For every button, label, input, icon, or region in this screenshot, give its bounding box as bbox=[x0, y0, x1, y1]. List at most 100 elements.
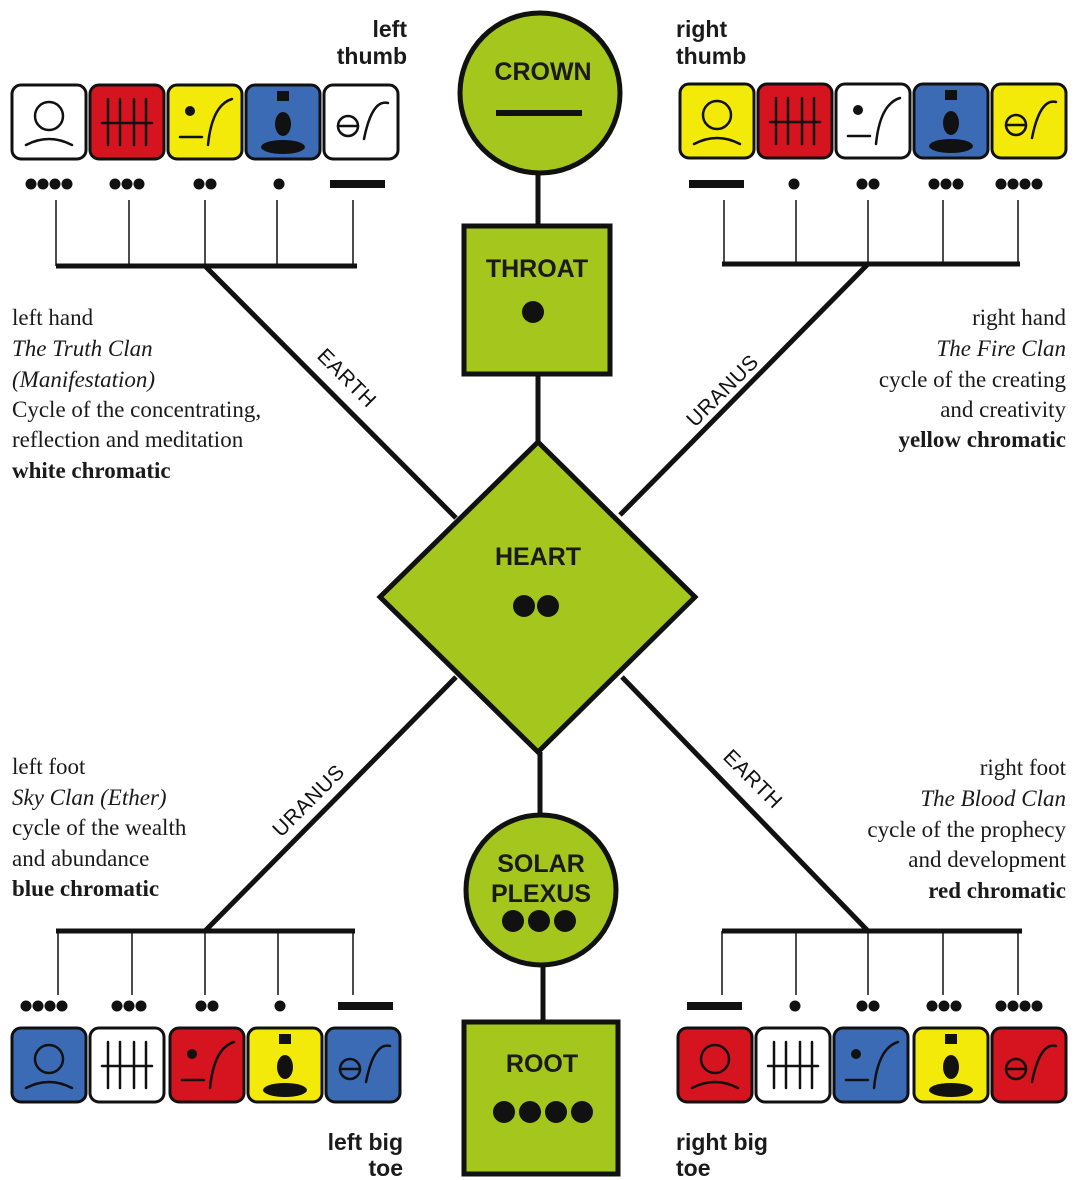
dot-marker bbox=[205, 178, 217, 190]
dot-marker bbox=[856, 178, 868, 190]
desc-line: right foot bbox=[980, 755, 1067, 780]
solar-plexus-dot bbox=[528, 910, 550, 932]
glyph-tile bbox=[88, 83, 166, 161]
bracket-right-hand bbox=[722, 200, 1020, 267]
right-big-toe-label-line2: toe bbox=[676, 1155, 711, 1180]
left-thumb-label-line2: thumb bbox=[337, 43, 407, 69]
dot-marker bbox=[274, 1000, 286, 1012]
glyph-tile bbox=[754, 1026, 832, 1104]
glyph-tile bbox=[166, 83, 244, 161]
description-right-hand: right hand The Fire Clan cycle of the cr… bbox=[879, 305, 1067, 452]
left-thumb-label-line1: left bbox=[373, 16, 408, 42]
dot-marker bbox=[1031, 178, 1043, 190]
desc-line: cycle of the creating bbox=[879, 367, 1067, 392]
desc-line: cycle of the prophecy bbox=[867, 817, 1066, 842]
root-square bbox=[461, 1019, 621, 1177]
dot-marker bbox=[1007, 178, 1019, 190]
dot-marker bbox=[868, 1000, 880, 1012]
description-right-foot: right foot The Blood Clan cycle of the p… bbox=[867, 755, 1066, 903]
lower-left-arm bbox=[203, 675, 458, 933]
dot-marker bbox=[926, 1000, 938, 1012]
dot-marker bbox=[856, 1000, 868, 1012]
desc-line: yellow chromatic bbox=[898, 427, 1066, 452]
root-dot bbox=[571, 1101, 593, 1123]
heart-diamond bbox=[376, 438, 699, 756]
glyph-tile bbox=[678, 82, 756, 160]
glyph-tile bbox=[676, 1026, 754, 1104]
bar-marker bbox=[330, 180, 385, 188]
dot-marker bbox=[789, 1000, 801, 1012]
planet-label-upper-right: URANUS bbox=[682, 350, 763, 431]
desc-line: white chromatic bbox=[12, 458, 171, 483]
dot-markers-right-hand bbox=[689, 178, 1043, 190]
bar-marker bbox=[687, 1002, 742, 1010]
heart-dot bbox=[537, 595, 559, 617]
dot-marker bbox=[273, 178, 285, 190]
dot-marker bbox=[1007, 1000, 1019, 1012]
dot-marker bbox=[135, 1000, 147, 1012]
dot-marker bbox=[111, 1000, 123, 1012]
left-big-toe-label-line1: left big bbox=[328, 1129, 403, 1155]
throat-dot bbox=[522, 301, 544, 323]
solar-plexus-label-line1: SOLAR bbox=[497, 850, 585, 878]
right-thumb-label-line2: thumb bbox=[676, 43, 746, 69]
glyph-tile bbox=[88, 1026, 166, 1104]
root-dot bbox=[493, 1101, 515, 1123]
desc-line: The Blood Clan bbox=[920, 786, 1066, 811]
dot-marker bbox=[1031, 1000, 1043, 1012]
dot-marker bbox=[938, 1000, 950, 1012]
planet-label-lower-right: EARTH bbox=[718, 745, 786, 813]
desc-line: and development bbox=[908, 847, 1066, 872]
crown-label: CROWN bbox=[494, 58, 591, 86]
description-left-foot: left foot Sky Clan (Ether) cycle of the … bbox=[12, 754, 187, 901]
dot-marker bbox=[995, 178, 1007, 190]
root-dot bbox=[545, 1101, 567, 1123]
root-dot bbox=[519, 1101, 541, 1123]
desc-line: Cycle of the concentrating, bbox=[12, 397, 261, 422]
root-node: ROOT bbox=[461, 1019, 621, 1177]
dot-marker bbox=[49, 178, 61, 190]
dot-marker bbox=[20, 1000, 32, 1012]
desc-line: The Truth Clan bbox=[12, 336, 153, 361]
throat-square bbox=[461, 223, 613, 377]
desc-line: and abundance bbox=[12, 846, 149, 871]
dot-marker bbox=[133, 178, 145, 190]
heart-dot bbox=[513, 595, 535, 617]
crown-circle bbox=[457, 10, 623, 176]
upper-left-arm bbox=[203, 264, 458, 520]
dot-marker bbox=[950, 1000, 962, 1012]
glyph-tile bbox=[990, 1026, 1068, 1104]
planet-label-upper-left: EARTH bbox=[312, 344, 380, 412]
description-left-hand: left hand The Truth Clan (Manifestation)… bbox=[12, 305, 261, 483]
solar-plexus-label-line2: PLEXUS bbox=[491, 880, 591, 908]
dot-marker bbox=[928, 178, 940, 190]
glyph-tile bbox=[756, 82, 834, 160]
desc-line: (Manifestation) bbox=[12, 367, 155, 392]
desc-line: blue chromatic bbox=[12, 876, 159, 901]
dot-marker bbox=[868, 178, 880, 190]
glyph-tile bbox=[244, 83, 322, 161]
root-label: ROOT bbox=[506, 1050, 578, 1078]
desc-line: The Fire Clan bbox=[937, 336, 1066, 361]
dot-marker bbox=[44, 1000, 56, 1012]
glyph-row-left-foot bbox=[10, 1026, 402, 1104]
solar-plexus-circle bbox=[463, 812, 619, 968]
desc-line: left hand bbox=[12, 305, 94, 330]
left-big-toe-label-line2: toe bbox=[369, 1155, 404, 1180]
dot-marker bbox=[121, 178, 133, 190]
dot-marker bbox=[1019, 178, 1031, 190]
glyph-tile bbox=[10, 1026, 88, 1104]
glyph-tile bbox=[834, 82, 912, 160]
dot-markers-left-hand bbox=[25, 178, 385, 190]
bar-marker bbox=[338, 1002, 393, 1010]
desc-line: cycle of the wealth bbox=[12, 815, 187, 840]
desc-line: red chromatic bbox=[928, 878, 1066, 903]
dot-marker bbox=[952, 178, 964, 190]
bar-marker bbox=[689, 180, 744, 188]
lower-right-arm bbox=[620, 675, 870, 933]
dot-marker bbox=[207, 1000, 219, 1012]
dot-marker bbox=[940, 178, 952, 190]
upper-right-arm bbox=[618, 262, 870, 517]
connector-lines bbox=[203, 170, 870, 1022]
